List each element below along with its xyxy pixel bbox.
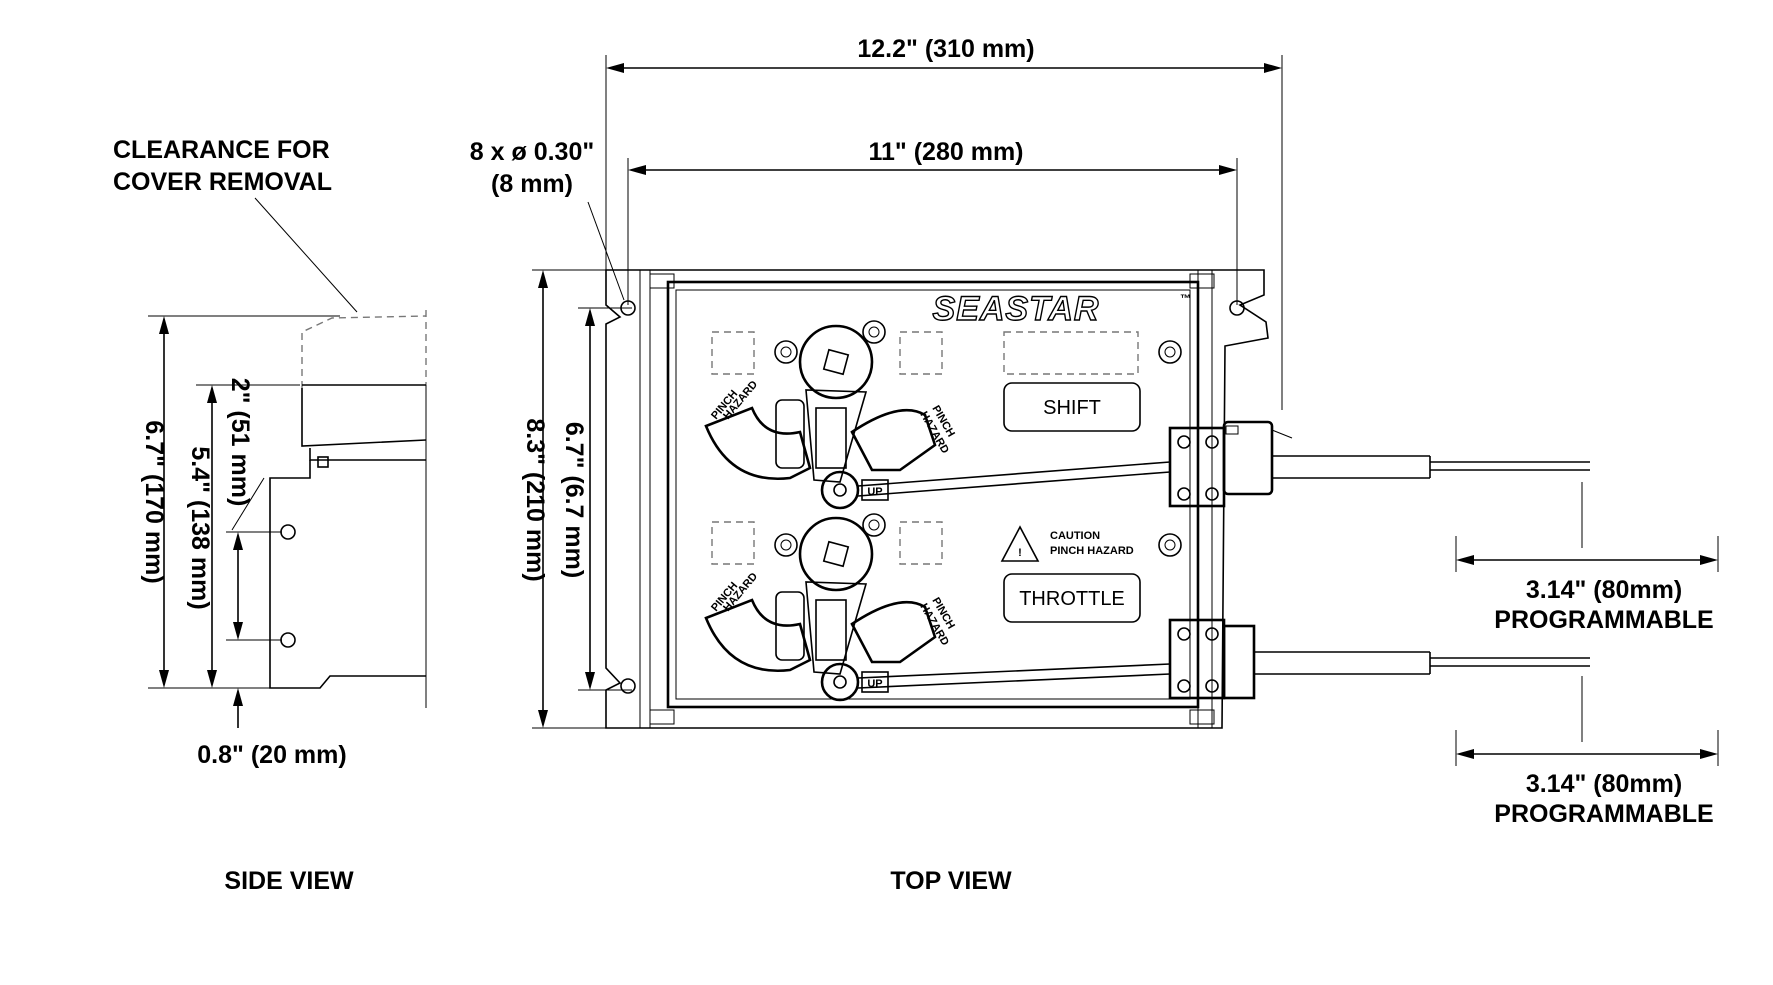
shift-travel-label-line2: PROGRAMMABLE (1494, 606, 1713, 634)
side-body-height-dimension: 5.4" (138 mm) (186, 384, 300, 688)
trademark-mark: ™ (1180, 293, 1191, 305)
overall-width-label: 12.2" (310 mm) (857, 35, 1034, 63)
hole-spacing-height-label: 6.7" (6.7 mm) (560, 422, 588, 578)
mounting-hole (620, 678, 636, 694)
throttle-travel-label-line2: PROGRAMMABLE (1494, 800, 1713, 828)
top-view-caption: TOP VIEW (890, 867, 1012, 895)
holes-label-line2: (8 mm) (491, 170, 573, 198)
side-body-height-label: 5.4" (138 mm) (186, 446, 214, 609)
shift-cable-clamp (1168, 420, 1293, 508)
throttle-label: THROTTLE (1019, 588, 1125, 610)
side-hole-spacing-dimension: 2" (51 mm) (226, 378, 282, 641)
side-hole-spacing-label: 2" (51 mm) (226, 378, 254, 507)
label-area-placeholder (899, 331, 943, 375)
throttle-cable-clamp (1168, 618, 1256, 700)
clearance-label-line2: COVER REMOVAL (113, 168, 332, 196)
side-overall-height-dimension: 6.7" (170 mm) (140, 315, 340, 689)
cover-screw (1158, 533, 1182, 557)
side-overall-height-label: 6.7" (170 mm) (140, 420, 168, 583)
caution-text-line1: CAUTION (1050, 530, 1100, 542)
cover-screw (774, 533, 798, 557)
seastar-logo: SEASTAR (933, 290, 1100, 328)
throttle-travel-label-line1: 3.14" (80mm) (1526, 770, 1682, 798)
clearance-label-line1: CLEARANCE FOR (113, 136, 330, 164)
label-area-placeholder (899, 521, 943, 565)
shift-cable (1272, 455, 1590, 479)
overall-width-dimension: 12.2" (310 mm) (605, 35, 1283, 410)
hole-spacing-height-dimension: 6.7" (6.7 mm) (560, 307, 632, 691)
hole-spacing-width-dimension: 11" (280 mm) (627, 138, 1238, 305)
up-label: UP (867, 486, 882, 498)
label-area-placeholder (1003, 331, 1139, 375)
cover-screw (774, 340, 798, 364)
side-view-caption: SIDE VIEW (224, 867, 354, 895)
side-bottom-offset-label: 0.8" (20 mm) (197, 741, 346, 769)
throttle-cable (1254, 651, 1590, 675)
overall-height-label: 8.3" (210 mm) (521, 418, 549, 581)
caution-text-line2: PINCH HAZARD (1050, 545, 1134, 557)
label-area-placeholder (711, 521, 755, 565)
shift-travel-label-line1: 3.14" (80mm) (1526, 576, 1682, 604)
hole-spacing-width-label: 11" (280 mm) (869, 138, 1024, 166)
shift-label: SHIFT (1043, 397, 1101, 419)
caution-sticker: ! CAUTION PINCH HAZARD (1000, 525, 1134, 562)
svg-text:!: ! (1018, 547, 1022, 559)
side-bottom-offset-dimension: 0.8" (20 mm) (197, 688, 347, 769)
holes-label-line1: 8 x ø 0.30" (470, 138, 594, 166)
shift-travel-dimension: 3.14" (80mm) PROGRAMMABLE (1455, 482, 1719, 634)
mounting-hole (1229, 300, 1245, 316)
cover-screw (1158, 340, 1182, 364)
throttle-travel-dimension: 3.14" (80mm) PROGRAMMABLE (1455, 676, 1719, 828)
cover-screw (862, 320, 886, 344)
mounting-hole (620, 300, 636, 316)
cover-screw (862, 513, 886, 537)
shift-label-plate (1003, 382, 1141, 432)
control-unit-top-view: SEASTAR ™ SHIFT THROTTLE ! CAUTION PINCH… (605, 269, 1590, 729)
control-unit-side-view (269, 310, 427, 708)
throttle-label-plate (1003, 573, 1141, 623)
throttle-actuator: UP PINCH HAZARD PINCH HAZARD (704, 516, 957, 702)
mounting-hole-callout: 8 x ø 0.30" (8 mm) (470, 138, 625, 301)
clearance-callout: CLEARANCE FOR COVER REMOVAL (113, 136, 358, 313)
label-area-placeholder (711, 331, 755, 375)
